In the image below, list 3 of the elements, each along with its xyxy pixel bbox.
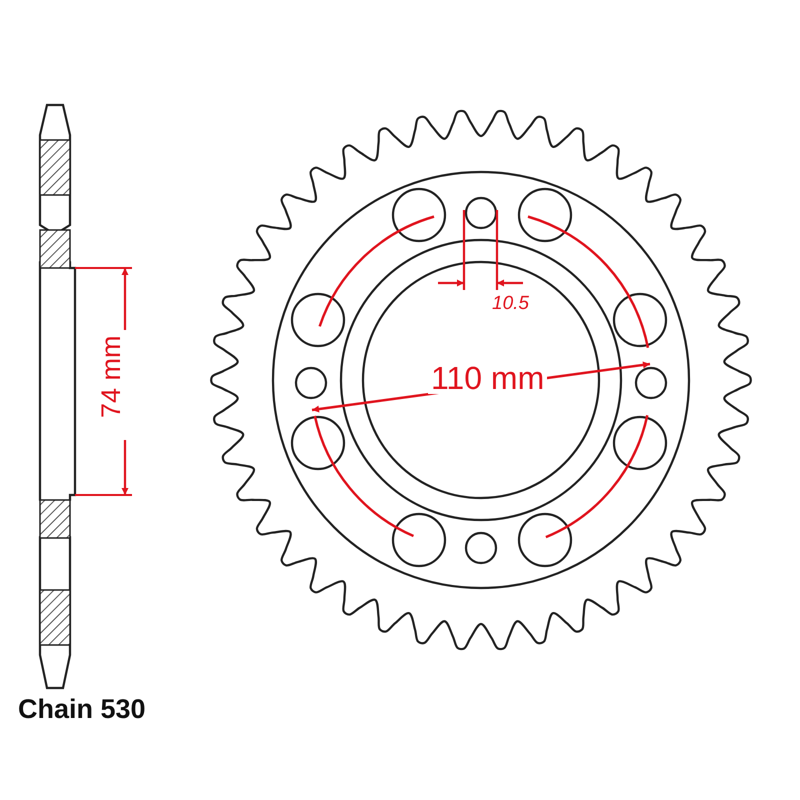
dimension-label: 10.5 — [492, 294, 529, 313]
dimension-label: 74 mm — [98, 335, 125, 418]
chain-size-label: Chain 530 — [18, 696, 146, 723]
